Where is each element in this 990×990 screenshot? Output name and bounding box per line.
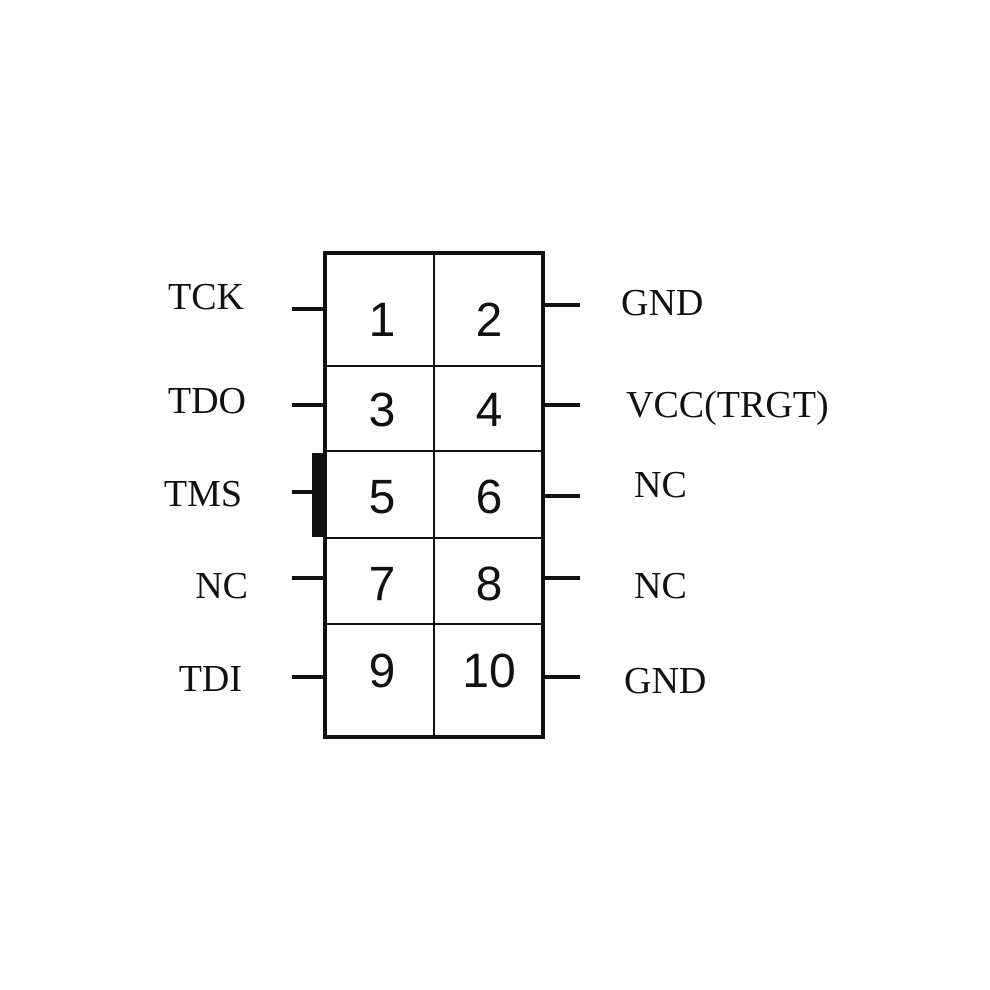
signal-label-tdo: TDO <box>168 380 246 422</box>
pin-number: 7 <box>369 558 396 611</box>
pin-number: 9 <box>369 645 396 698</box>
pin-number: 2 <box>476 294 503 347</box>
signal-label-nc: NC <box>634 464 687 506</box>
pin-number: 5 <box>369 471 396 524</box>
pin-number: 4 <box>476 384 503 437</box>
pin-number: 8 <box>476 558 503 611</box>
signal-label-tms: TMS <box>164 473 242 515</box>
pin-number: 10 <box>462 645 515 698</box>
key-notch <box>312 453 325 537</box>
pin-number: 3 <box>369 384 396 437</box>
signal-label-vcc-trgt: VCC(TRGT) <box>626 384 829 426</box>
signal-label-gnd: GND <box>621 282 703 324</box>
signal-label-nc: NC <box>634 565 687 607</box>
signal-label-tdi: TDI <box>179 658 242 700</box>
signal-label-nc: NC <box>195 565 248 607</box>
signal-label-gnd: GND <box>624 660 706 702</box>
signal-label-tck: TCK <box>168 276 245 318</box>
pin-number: 6 <box>476 471 503 524</box>
pin-number: 1 <box>369 294 396 347</box>
